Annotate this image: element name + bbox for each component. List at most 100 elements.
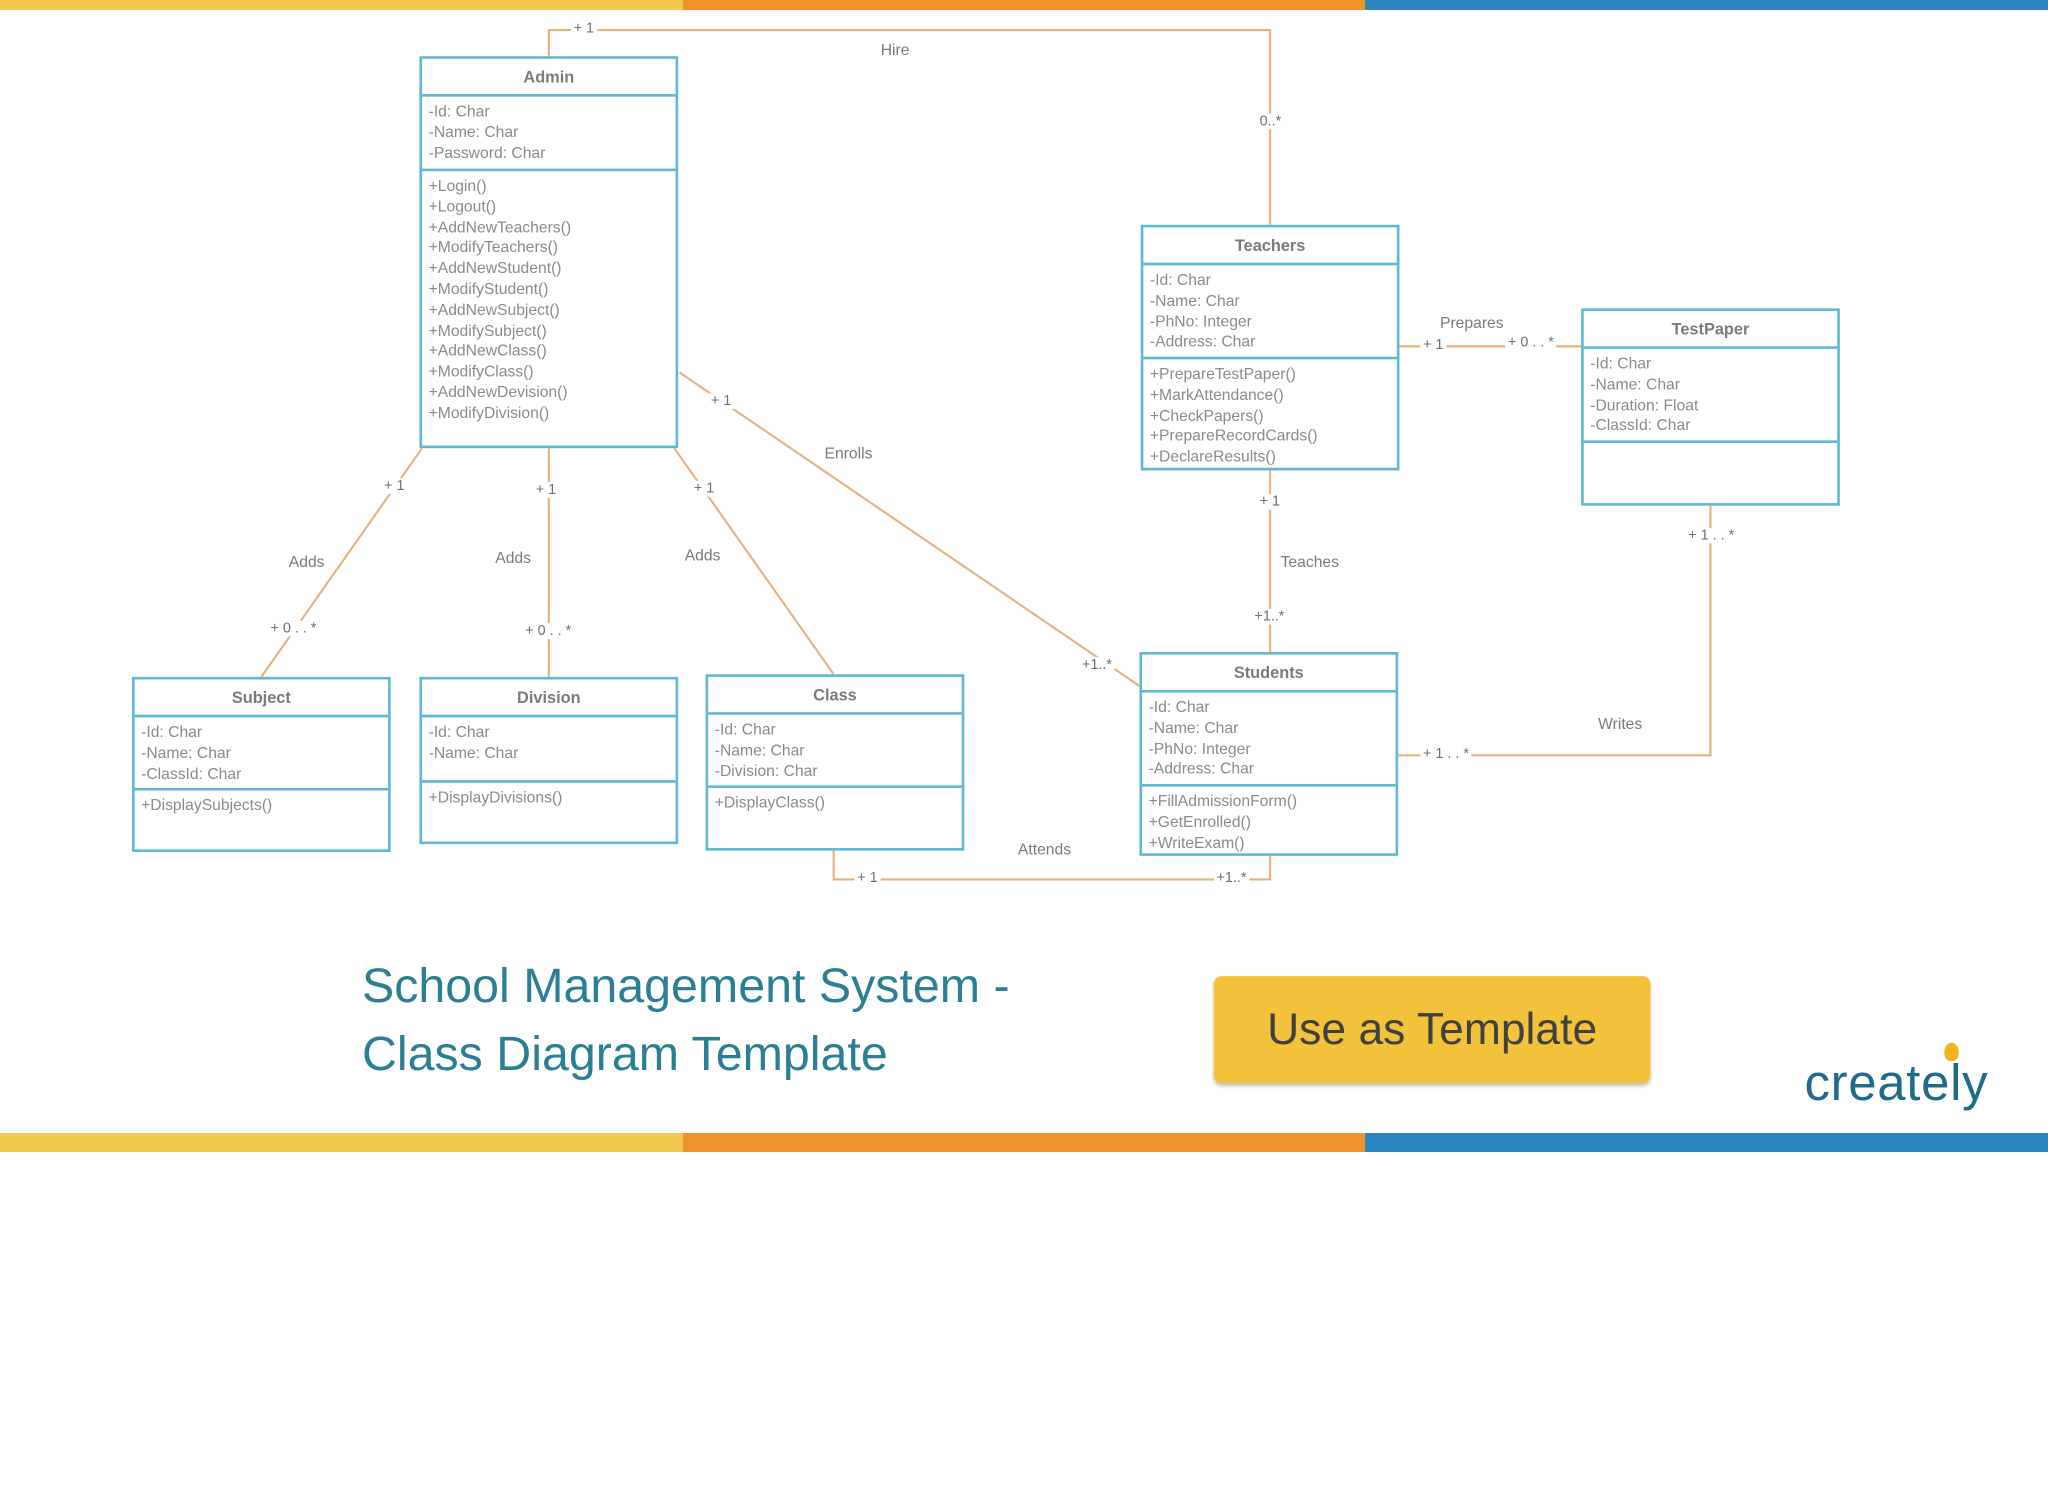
class-subject-name: Subject (134, 679, 389, 718)
class-students-methods: +FillAdmissionForm() +GetEnrolled() +Wri… (1142, 787, 1395, 859)
relation-attends-label: Attends (1017, 840, 1072, 859)
method: +PrepareTestPaper() (1149, 364, 1296, 383)
lightbulb-icon (1944, 1042, 1959, 1062)
method: +Login() (428, 176, 487, 195)
method: +ModifyDivision() (428, 403, 550, 422)
page-title: School Management System - Class Diagram… (362, 953, 1010, 1089)
class-division-attributes: -Id: Char -Name: Char (422, 717, 676, 783)
multiplicity: 0..* (1257, 113, 1284, 130)
class-teachers-attributes: -Id: Char -Name: Char -PhNo: Integer -Ad… (1143, 265, 1397, 360)
method: +CheckPapers() (1149, 405, 1264, 425)
class-students-attributes: -Id: Char -Name: Char -PhNo: Integer -Ad… (1142, 693, 1396, 787)
class-admin-methods: +Login() +Logout() +AddNewTeachers() +Mo… (422, 171, 675, 429)
attribute: -Duration: Float (1590, 395, 1699, 414)
attribute: -Id: Char (141, 722, 203, 741)
attribute: -Password: Char (428, 143, 546, 162)
multiplicity: + 1 (571, 20, 597, 37)
multiplicity: + 0 . . * (1505, 334, 1557, 351)
class-teachers[interactable]: Teachers -Id: Char -Name: Char -PhNo: In… (1140, 224, 1400, 471)
attribute: -Name: Char (714, 740, 805, 759)
method: +MarkAttendance() (1149, 385, 1284, 404)
method: +FillAdmissionForm() (1148, 791, 1298, 811)
attribute: -Address: Char (1149, 332, 1256, 351)
writes-connector (1398, 505, 1712, 757)
method: +AddNewDevision() (428, 382, 568, 402)
class-teachers-name: Teachers (1143, 227, 1397, 266)
method: +AddNewStudent() (428, 258, 562, 278)
multiplicity: +1..* (1213, 870, 1250, 886)
class-admin[interactable]: Admin -Id: Char -Name: Char -Password: C… (419, 56, 679, 449)
multiplicity: + 1 (691, 480, 717, 497)
class-testpaper[interactable]: TestPaper -Id: Char -Name: Char -Duratio… (1581, 308, 1840, 506)
multiplicity: + 1 (854, 870, 881, 886)
method: +DisplaySubjects() (141, 795, 273, 815)
class-testpaper-name: TestPaper (1583, 311, 1838, 349)
attribute: -Name: Char (428, 743, 519, 762)
relation-prepares-label: Prepares (1439, 313, 1504, 332)
class-students-name: Students (1142, 655, 1396, 693)
use-as-template-button[interactable]: Use as Template (1213, 976, 1651, 1084)
attribute: -ClassId: Char (141, 763, 242, 783)
attribute: -Id: Char (1590, 354, 1652, 373)
method: +Logout() (428, 197, 497, 216)
page-title-line-2: Class Diagram Template (361, 1027, 888, 1081)
relation-writes-label: Writes (1598, 714, 1643, 734)
multiplicity: + 1 . . * (1420, 746, 1472, 762)
page-title-line-1: School Management System - (361, 959, 1010, 1013)
top-color-stripe (0, 0, 2048, 10)
attribute: -Name: Char (1149, 291, 1240, 310)
class-division-methods: +DisplayDivisions() (422, 783, 675, 814)
class-admin-attributes: -Id: Char -Name: Char -Password: Char (422, 97, 676, 172)
attribute: -ClassId: Char (1590, 416, 1691, 435)
class-subject-attributes: -Id: Char -Name: Char -ClassId: Char (134, 717, 389, 791)
method: +DisplayClass() (714, 793, 825, 812)
relation-enrolls-label: Enrolls (824, 444, 873, 463)
class-division[interactable]: Division -Id: Char -Name: Char +DisplayD… (419, 676, 679, 845)
multiplicity: + 1 (533, 482, 559, 498)
class-subject[interactable]: Subject -Id: Char -Name: Char -ClassId: … (131, 676, 391, 852)
attribute: -PhNo: Integer (1149, 311, 1252, 331)
class-division-name: Division (422, 679, 676, 718)
relation-teaches-label: Teaches (1280, 552, 1339, 572)
method: +DisplayDivisions() (428, 787, 563, 807)
class-admin-name: Admin (422, 59, 676, 97)
multiplicity: +1..* (1079, 657, 1115, 673)
attribute: -Id: Char (428, 722, 490, 741)
method: +ModifyClass() (428, 362, 534, 381)
class-students[interactable]: Students -Id: Char -Name: Char -PhNo: In… (1139, 652, 1399, 859)
class-class-attributes: -Id: Char -Name: Char -Division: Char (708, 715, 962, 788)
attribute: -Name: Char (1148, 718, 1239, 737)
multiplicity: + 1 (708, 393, 734, 409)
method: +AddNewTeachers() (428, 217, 572, 236)
relation-adds-division-label: Adds (495, 548, 531, 568)
relation-hire-label: Hire (880, 40, 910, 59)
attribute: -PhNo: Integer (1148, 739, 1251, 758)
multiplicity: + 0 . . * (267, 620, 320, 637)
multiplicity: + 1 . . * (1685, 527, 1737, 544)
attribute: -Name: Char (1590, 374, 1681, 394)
relation-adds-subject-label: Adds (288, 552, 325, 572)
relation-adds-class-label: Adds (684, 546, 721, 565)
method: +AddNewClass() (428, 341, 547, 360)
class-class[interactable]: Class -Id: Char -Name: Char -Division: C… (705, 674, 965, 851)
attribute: -Address: Char (1148, 759, 1255, 778)
attribute: -Division: Char (714, 761, 818, 780)
multiplicity: +1..* (1251, 608, 1288, 625)
attribute: -Id: Char (1148, 697, 1210, 717)
method: +PrepareRecordCards() (1149, 426, 1318, 445)
creately-logo[interactable]: creately (1804, 1055, 1989, 1113)
enrolls-connector (678, 371, 1141, 687)
class-testpaper-methods (1584, 443, 1837, 453)
class-class-name: Class (708, 677, 962, 715)
method: +ModifyTeachers() (428, 238, 559, 257)
multiplicity: + 1 (1420, 337, 1447, 353)
method: +ModifyStudent() (428, 279, 549, 298)
method: +WriteExam() (1148, 833, 1245, 852)
class-class-methods: +DisplayClass() (708, 788, 961, 819)
class-testpaper-attributes: -Id: Char -Name: Char -Duration: Float -… (1583, 349, 1838, 443)
connector-lines (260, 29, 1712, 881)
method: +GetEnrolled() (1148, 812, 1252, 831)
attribute: -Id: Char (428, 101, 490, 121)
multiplicity: + 1 (1257, 493, 1283, 510)
